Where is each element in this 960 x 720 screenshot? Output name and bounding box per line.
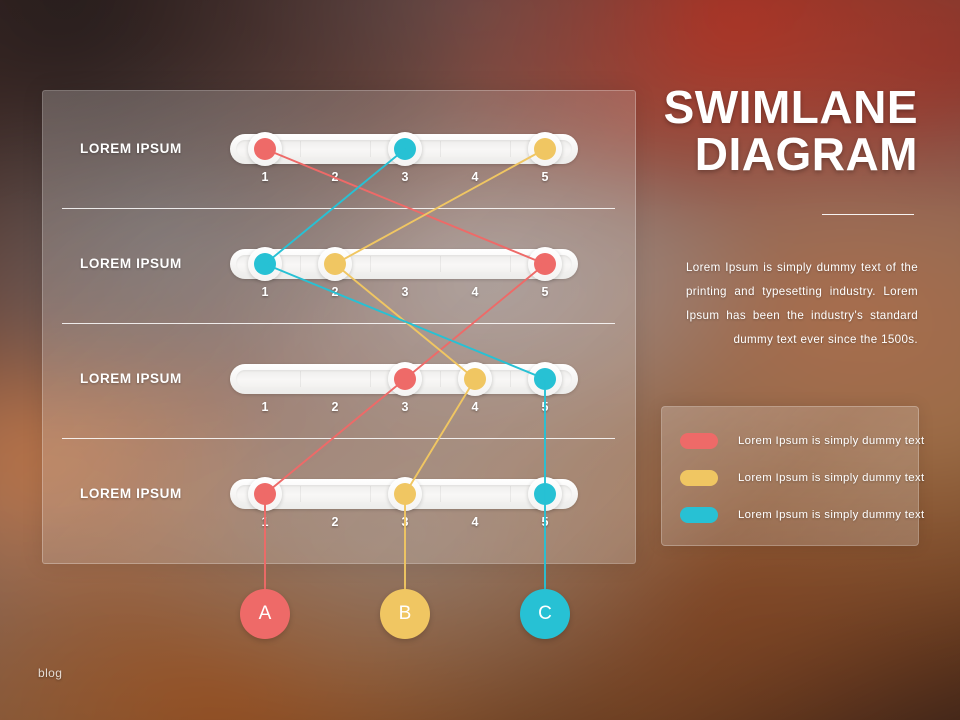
node-dot-teal: [394, 138, 416, 160]
node-dot-yellow: [324, 253, 346, 275]
endpoint-circle-b[interactable]: B: [380, 589, 430, 639]
lane-node-3-pos3[interactable]: [388, 362, 422, 396]
endpoint-circle-a[interactable]: A: [240, 589, 290, 639]
title-underline-rule: [822, 214, 914, 215]
track-segment-divider: [370, 371, 371, 387]
lane-node-2-pos2[interactable]: [318, 247, 352, 281]
description-text: Lorem Ipsum is simply dummy text of the …: [686, 261, 918, 347]
track-segment-divider: [510, 371, 511, 387]
lane-tick-3-1: 1: [261, 400, 269, 414]
lane-divider-3: [62, 438, 615, 439]
lane-node-2-pos5[interactable]: [528, 247, 562, 281]
legend-swatch-red: [680, 433, 718, 449]
track-segment-divider: [300, 371, 301, 387]
lane-tick-4-2: 2: [331, 515, 339, 529]
legend-label-1: Lorem Ipsum is simply dummy text: [738, 435, 925, 447]
lane-tick-1-4: 4: [471, 170, 479, 184]
lane-label-1: LOREM IPSUM: [80, 141, 182, 156]
lane-node-3-pos5[interactable]: [528, 362, 562, 396]
legend-label-3: Lorem Ipsum is simply dummy text: [738, 509, 925, 521]
lane-tick-4-3: 3: [401, 515, 409, 529]
track-segment-divider: [300, 141, 301, 157]
lane-tick-2-1: 1: [261, 285, 269, 299]
legend-label-2: Lorem Ipsum is simply dummy text: [738, 472, 925, 484]
lane-tick-3-2: 2: [331, 400, 339, 414]
lane-node-1-pos3[interactable]: [388, 132, 422, 166]
endpoint-circle-c[interactable]: C: [520, 589, 570, 639]
lane-tick-1-1: 1: [261, 170, 269, 184]
node-dot-red: [254, 138, 276, 160]
track-segment-divider: [370, 486, 371, 502]
track-segment-divider: [440, 486, 441, 502]
node-dot-red: [534, 253, 556, 275]
title-line-2: DIAGRAM: [694, 128, 918, 181]
legend-item-1[interactable]: Lorem Ipsum is simply dummy text: [680, 432, 924, 450]
swimlane-row-3: LOREM IPSUM 1 2 3 4 5: [0, 349, 960, 414]
lane-tick-3-3: 3: [401, 400, 409, 414]
lane-tick-3-5: 5: [541, 400, 549, 414]
track-segment-divider: [440, 141, 441, 157]
lane-tick-4-4: 4: [471, 515, 479, 529]
lane-divider-1: [62, 208, 615, 209]
lane-tick-4-1: 1: [261, 515, 269, 529]
lane-track-inner-2: [236, 255, 572, 273]
legend-item-2[interactable]: Lorem Ipsum is simply dummy text: [680, 469, 924, 487]
lane-tick-2-2: 2: [331, 285, 339, 299]
lane-tick-2-3: 3: [401, 285, 409, 299]
node-dot-yellow: [464, 368, 486, 390]
track-segment-divider: [370, 141, 371, 157]
lane-tick-1-3: 3: [401, 170, 409, 184]
lane-tick-3-4: 4: [471, 400, 479, 414]
footer-blog-label: blog: [38, 666, 63, 680]
track-segment-divider: [440, 256, 441, 272]
legend-item-3[interactable]: Lorem Ipsum is simply dummy text: [680, 506, 924, 524]
track-segment-divider: [300, 256, 301, 272]
lane-tick-4-5: 5: [541, 515, 549, 529]
lane-label-4: LOREM IPSUM: [80, 486, 182, 501]
lane-node-3-pos4[interactable]: [458, 362, 492, 396]
node-dot-red: [394, 368, 416, 390]
lane-node-4-pos3[interactable]: [388, 477, 422, 511]
node-dot-teal: [254, 253, 276, 275]
lane-tick-2-4: 4: [471, 285, 479, 299]
lane-tick-1-2: 2: [331, 170, 339, 184]
lane-label-2: LOREM IPSUM: [80, 256, 182, 271]
lane-tick-2-5: 5: [541, 285, 549, 299]
track-segment-divider: [300, 486, 301, 502]
track-segment-divider: [440, 371, 441, 387]
lane-label-3: LOREM IPSUM: [80, 371, 182, 386]
legend-swatch-yellow: [680, 470, 718, 486]
track-segment-divider: [370, 256, 371, 272]
lane-node-4-pos1[interactable]: [248, 477, 282, 511]
node-dot-yellow: [394, 483, 416, 505]
track-segment-divider: [510, 256, 511, 272]
lane-node-1-pos1[interactable]: [248, 132, 282, 166]
lane-divider-2: [62, 323, 615, 324]
title-line-1: SWIMLANE: [663, 81, 918, 133]
lane-track-2[interactable]: [230, 249, 578, 279]
track-segment-divider: [510, 486, 511, 502]
lane-node-4-pos5[interactable]: [528, 477, 562, 511]
node-dot-teal: [534, 483, 556, 505]
node-dot-teal: [534, 368, 556, 390]
page-title: SWIMLANE DIAGRAM: [498, 81, 918, 181]
legend-swatch-teal: [680, 507, 718, 523]
node-dot-red: [254, 483, 276, 505]
lane-node-2-pos1[interactable]: [248, 247, 282, 281]
